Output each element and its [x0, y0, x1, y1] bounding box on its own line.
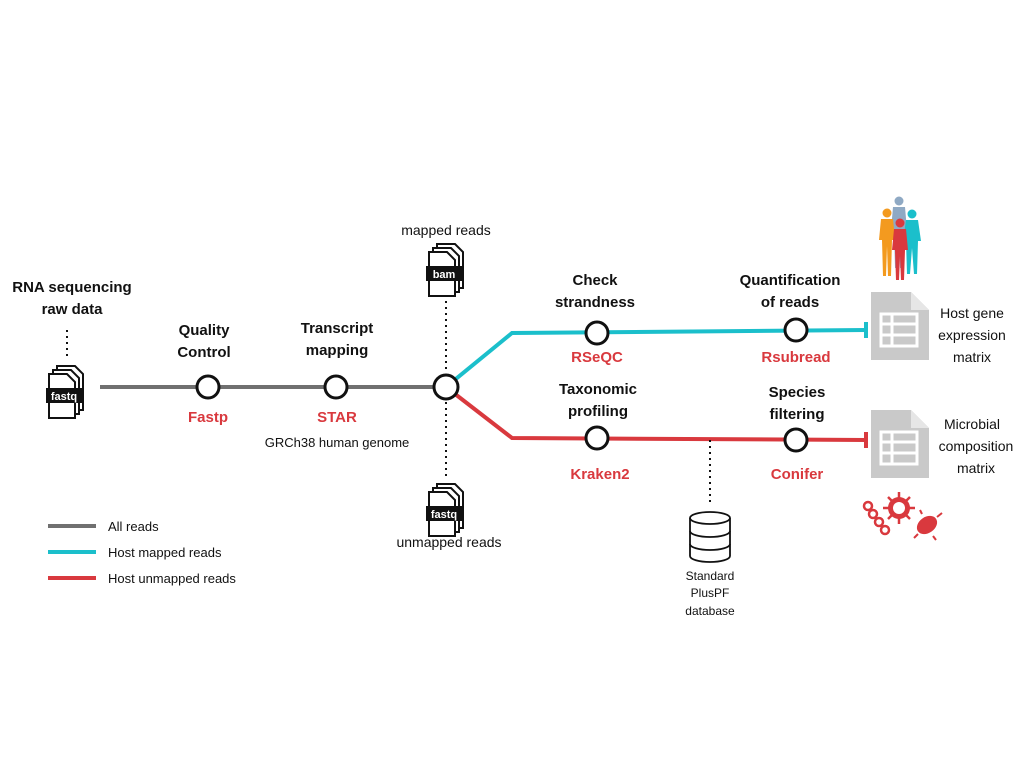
- strandness-node: [584, 320, 610, 346]
- microbial-matrix-doc-icon: [869, 408, 931, 480]
- species-label-line2: filtering: [770, 406, 825, 423]
- legend-label-host-unmapped: Host unmapped reads: [108, 571, 236, 586]
- microbial-output-line2: composition: [939, 438, 1014, 454]
- qc-tool: Fastp: [188, 409, 228, 426]
- mapping-reference: GRCh38 human genome: [265, 435, 410, 450]
- mapped-file-label: bam: [433, 269, 456, 281]
- mapping-label-line2: mapping: [306, 342, 369, 359]
- quantification-label-line1: Quantification: [740, 272, 841, 289]
- taxonomic-label-line1: Taxonomic: [559, 381, 637, 398]
- qc-label-line2: Control: [177, 344, 230, 361]
- microbial-output-line1: Microbial: [944, 416, 1000, 432]
- legend-label-host-mapped: Host mapped reads: [108, 545, 222, 560]
- database-icon: [689, 511, 731, 563]
- host-matrix-doc-icon: [869, 290, 931, 362]
- quantification-label-line2: of reads: [761, 294, 819, 311]
- bam-file-icon: bam: [425, 243, 464, 297]
- host-output-line3: matrix: [953, 349, 991, 365]
- mapped-reads-label: mapped reads: [401, 222, 491, 238]
- strandness-label-line2: strandness: [555, 294, 635, 311]
- host-output-line2: expression: [938, 327, 1006, 343]
- species-tool: Conifer: [771, 466, 824, 483]
- mapping-node: [323, 374, 349, 400]
- legend-label-all-reads: All reads: [108, 519, 159, 534]
- people-icon: [879, 196, 921, 280]
- host-mapped-line: [444, 328, 867, 389]
- strandness-tool: RSeQC: [571, 349, 623, 366]
- input-title-line2: raw data: [42, 301, 104, 318]
- mapping-label-line1: Transcript: [301, 320, 374, 337]
- input-title-line1: RNA sequencing: [12, 279, 131, 296]
- microbe-icon: [862, 492, 943, 541]
- taxonomic-label-line2: profiling: [568, 403, 628, 420]
- host-output-line1: Host gene: [940, 305, 1004, 321]
- taxonomic-tool: Kraken2: [570, 466, 629, 483]
- qc-node: [195, 374, 221, 400]
- qc-label-line1: Quality: [179, 322, 231, 339]
- strandness-label-line1: Check: [572, 272, 618, 289]
- database-line1: Standard: [686, 569, 735, 583]
- unmapped-file-label: fastq: [431, 509, 457, 521]
- mapping-tool: STAR: [317, 409, 357, 426]
- legend: All reads Host mapped reads Host unmappe…: [48, 519, 236, 586]
- species-label-line1: Species: [769, 384, 826, 401]
- host-unmapped-line: [444, 385, 867, 442]
- microbial-output-line3: matrix: [957, 460, 995, 476]
- input-file-label: fastq: [51, 391, 77, 403]
- split-node: [432, 373, 460, 401]
- quantification-tool: Rsubread: [761, 349, 830, 366]
- quantification-node: [783, 317, 809, 343]
- species-node: [783, 427, 809, 453]
- database-line3: database: [685, 604, 735, 618]
- unmapped-reads-label: unmapped reads: [396, 534, 501, 550]
- fastq-file-icon: fastq: [45, 365, 84, 419]
- taxonomic-node: [584, 425, 610, 451]
- unmapped-fastq-file-icon: fastq: [425, 483, 464, 537]
- database-line2: PlusPF: [691, 586, 730, 600]
